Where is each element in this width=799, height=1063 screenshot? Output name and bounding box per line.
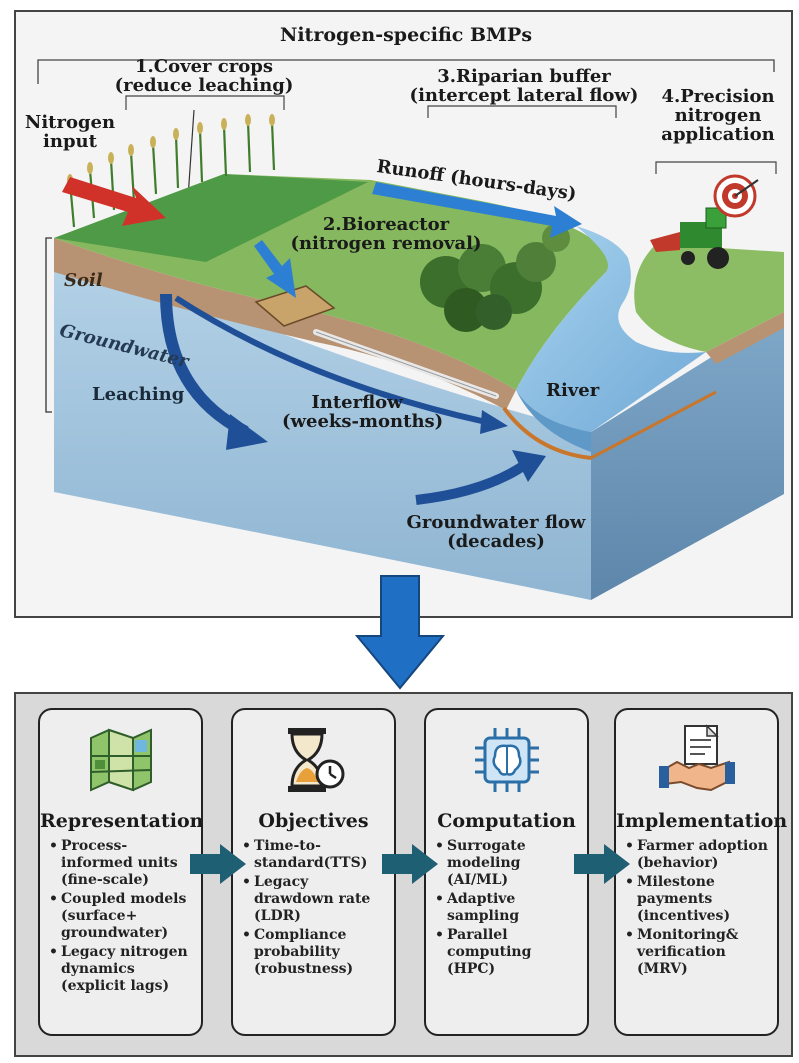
diagram-title: Nitrogen-specific BMPs: [279, 24, 533, 46]
card-computation: Computation Surrogate modeling (AI/ML) A…: [424, 708, 589, 1036]
bullet-item: Adaptive sampling: [434, 891, 583, 925]
groundwater-flow-line2: (decades): [447, 530, 545, 552]
side-brace: [45, 237, 52, 413]
nitrogen-input-arrow: [62, 177, 166, 226]
groundwater-flow-arrow-head: [512, 450, 546, 482]
interflow-arrow-head: [480, 410, 508, 434]
card-title: Implementation: [616, 810, 788, 832]
interflow-label: Interflow (weeks-months): [282, 392, 444, 432]
down-arrow-icon: [355, 575, 445, 690]
title-bracket: [37, 59, 775, 84]
bmp2-note: (nitrogen removal): [290, 232, 482, 254]
bullet-list: Time-to-standard(TTS) Legacy drawdown ra…: [241, 838, 390, 980]
bmp4-line3: application: [661, 123, 775, 145]
card-title: Representation: [40, 810, 204, 832]
bmp4-line2: nitrogen: [674, 104, 762, 126]
bullet-item: Milestone payments (incentives): [624, 874, 773, 925]
river-channel: [516, 390, 591, 452]
card-representation: Representation Process-informed units (f…: [38, 708, 203, 1036]
bmp1-bracket: [125, 95, 285, 110]
bullet-list: Surrogate modeling (AI/ML) Adaptive samp…: [434, 838, 583, 980]
leaching-arrow-head: [226, 414, 268, 450]
handshake-document-icon: [658, 724, 735, 792]
interflow-line1: Interflow: [311, 392, 403, 413]
connector-arrow-3: [574, 844, 630, 884]
bmp4-bracket: [655, 161, 777, 174]
tractor-icon: [650, 207, 729, 269]
nitrogen-input-line1: Nitrogen: [24, 112, 116, 133]
groundwater-side: [591, 312, 784, 600]
bullet-item: Legacy drawdown rate (LDR): [241, 874, 390, 925]
leaching-arrow: [160, 293, 249, 438]
bmp3-note: (intercept lateral flow): [409, 84, 639, 106]
bmp-landscape-panel: Nitrogen-specific BMPs 1.Cover crops (re…: [14, 10, 793, 618]
riverbed-sediment: [502, 406, 592, 460]
bmp3-label: 3.Riparian buffer (intercept lateral flo…: [404, 66, 644, 106]
river-label: River: [546, 380, 600, 401]
landscape-illustration: [37, 59, 784, 600]
bmp1-leader: [187, 109, 195, 199]
bullet-item: Parallel computing (HPC): [434, 927, 583, 978]
bullet-list: Farmer adoption (behavior) Milestone pay…: [624, 838, 773, 980]
bmp4-label: 4.Precision nitrogen application: [648, 86, 788, 145]
riverbed-sediment-side: [590, 390, 717, 460]
bullet-item: Process-informed units (fine-scale): [48, 838, 197, 889]
groundwater-flow-line1: Groundwater flow: [406, 512, 586, 533]
connector-arrow-1: [190, 844, 246, 884]
bmp1-note: (reduce leaching): [114, 74, 294, 96]
bmp3-name: 3.Riparian buffer: [437, 66, 611, 87]
bmp2-label: 2.Bioreactor (nitrogen removal): [286, 214, 486, 254]
groundwater-front: [54, 242, 591, 600]
bmp4-line1: 4.Precision: [661, 86, 775, 107]
card-title: Computation: [437, 810, 576, 832]
interflow-line2: (weeks-months): [282, 410, 444, 432]
bullet-item: Compliance probability (robustness): [241, 927, 390, 978]
groundwater-flow-arrow: [415, 459, 529, 505]
card-implementation: Implementation Farmer adoption (behavior…: [614, 708, 788, 1036]
bullet-item: Farmer adoption (behavior): [624, 838, 773, 872]
bmp2-name: 2.Bioreactor: [322, 214, 450, 235]
right-bank: [634, 244, 784, 352]
riparian-trees: [420, 224, 570, 332]
nitrogen-input-line2: input: [43, 130, 97, 152]
framework-panel: Representation Process-informed units (f…: [14, 692, 793, 1057]
groundwater-flow-label: Groundwater flow (decades): [386, 512, 606, 552]
connector-arrow-2: [382, 844, 438, 884]
bmp1-name: 1.Cover crops: [135, 56, 273, 77]
bullet-item: Monitoring& verification (MRV): [624, 927, 773, 978]
bullet-item: Coupled models (surface+ groundwater): [48, 891, 197, 942]
card-objectives: Objectives Time-to-standard(TTS) Legacy …: [231, 708, 396, 1036]
bmp3-bracket: [427, 105, 617, 118]
bullet-item: Surrogate modeling (AI/ML): [434, 838, 583, 889]
chip-brain-icon: [474, 728, 539, 792]
hourglass-clock-icon: [287, 728, 344, 792]
nitrogen-input-label: Nitrogen input: [20, 112, 120, 152]
river: [516, 226, 706, 432]
bioreactor-inflow-arrow: [254, 240, 296, 298]
right-bank-soil: [706, 312, 784, 364]
card-title: Objectives: [258, 810, 369, 832]
target-icon: [713, 174, 759, 218]
drain-pipe-outline: [315, 331, 497, 397]
bullet-item: Legacy nitrogen dynamics (explicit lags): [48, 944, 197, 995]
runoff-arrow: [372, 182, 582, 238]
cover-crop-field: [54, 174, 368, 262]
map-icon: [89, 728, 152, 792]
leaching-label: Leaching: [92, 384, 185, 405]
bmp1-label: 1.Cover crops (reduce leaching): [104, 56, 304, 96]
interflow-arrow: [174, 295, 487, 425]
soil-label: Soil: [64, 270, 103, 291]
bullet-item: Time-to-standard(TTS): [241, 838, 390, 872]
bullet-list: Process-informed units (fine-scale) Coup…: [48, 838, 197, 997]
